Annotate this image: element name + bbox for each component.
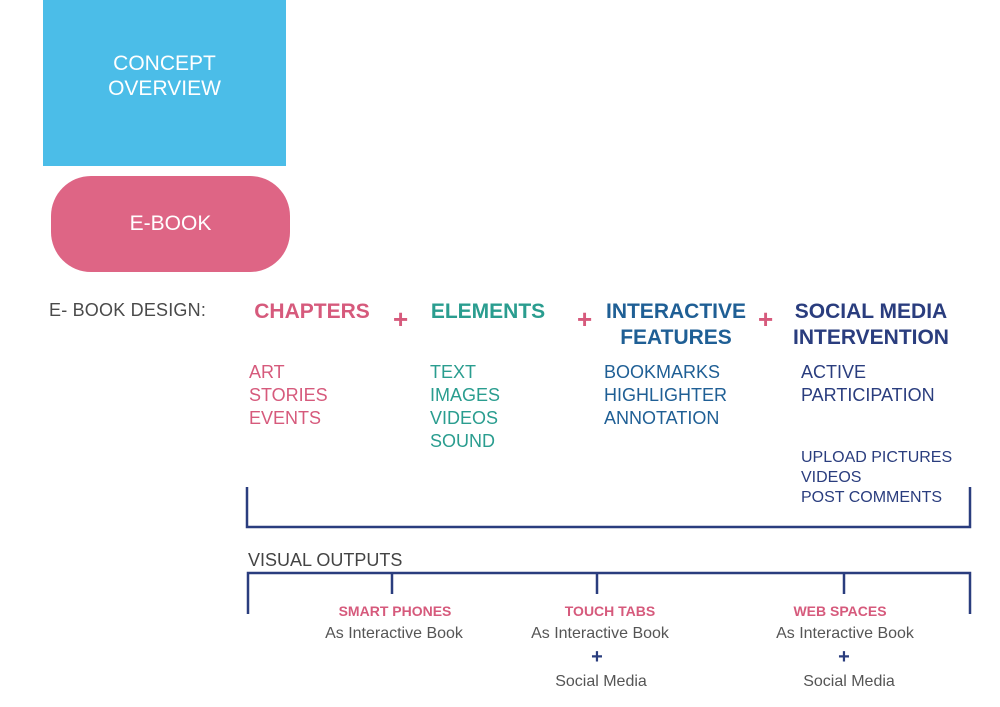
elements-title: ELEMENTS xyxy=(430,300,546,323)
interactive-features-title: INTERACTIVE FEATURES xyxy=(605,300,746,349)
plus-operator-1: + xyxy=(393,304,409,334)
list-item: STORIES xyxy=(249,385,328,405)
chapters-title: CHAPTERS xyxy=(254,300,370,323)
output-subtitle-web-spaces: As Interactive Book xyxy=(776,625,914,642)
list-item: TEXT xyxy=(430,362,477,382)
list-item: EVENTS xyxy=(249,408,322,428)
output-title-web-spaces: WEB SPACES xyxy=(793,603,887,619)
output-subtitle-touch-tabs: As Interactive Book xyxy=(531,625,669,642)
output-plus-web-spaces: + xyxy=(838,646,850,668)
list-item: ART xyxy=(249,362,285,382)
output-extra-web-spaces: Social Media xyxy=(803,673,895,690)
list-item: ANNOTATION xyxy=(604,408,720,428)
list-item: ACTIVE xyxy=(801,362,867,382)
plus-operator-2: + xyxy=(577,304,593,334)
output-subtitle-smart-phones: As Interactive Book xyxy=(325,625,463,642)
list-item: VIDEOS xyxy=(430,408,499,428)
list-item: SOUND xyxy=(430,431,496,451)
elements-list: TEXT IMAGES VIDEOS SOUND xyxy=(430,361,500,453)
ebook-label: E-BOOK xyxy=(129,212,212,235)
social-media-sub-list: UPLOAD PICTURES VIDEOS POST COMMENTS xyxy=(801,448,952,508)
ebook-pill: E-BOOK xyxy=(51,176,290,272)
list-item: POST COMMENTS xyxy=(801,489,943,506)
list-item: VIDEOS xyxy=(801,469,862,486)
chapters-list: ART STORIES EVENTS xyxy=(249,361,328,430)
design-label: E- BOOK DESIGN: xyxy=(49,300,207,320)
output-title-smart-phones: SMART PHONES xyxy=(338,603,452,619)
list-item: HIGHLIGHTER xyxy=(604,385,728,405)
visual-outputs-bracket xyxy=(246,571,972,614)
social-media-list: ACTIVE PARTICIPATION xyxy=(801,361,935,407)
output-extra-touch-tabs: Social Media xyxy=(555,673,647,690)
output-title-touch-tabs: TOUCH TABS xyxy=(564,603,656,619)
plus-operator-3: + xyxy=(758,304,774,334)
design-bracket xyxy=(245,487,972,529)
list-item: IMAGES xyxy=(430,385,501,405)
social-media-intervention-title: SOCIAL MEDIA INTERVENTION xyxy=(793,300,949,349)
concept-overview-label: CONCEPT OVERVIEW xyxy=(108,52,221,100)
list-item: BOOKMARKS xyxy=(604,362,721,382)
list-item: UPLOAD PICTURES xyxy=(801,449,953,466)
interactive-features-list: BOOKMARKS HIGHLIGHTER ANNOTATION xyxy=(604,361,727,430)
output-plus-touch-tabs: + xyxy=(591,646,603,668)
visual-outputs-label: VISUAL OUTPUTS xyxy=(248,550,403,570)
concept-overview-box: CONCEPT OVERVIEW xyxy=(43,0,286,166)
list-item: PARTICIPATION xyxy=(801,385,935,405)
